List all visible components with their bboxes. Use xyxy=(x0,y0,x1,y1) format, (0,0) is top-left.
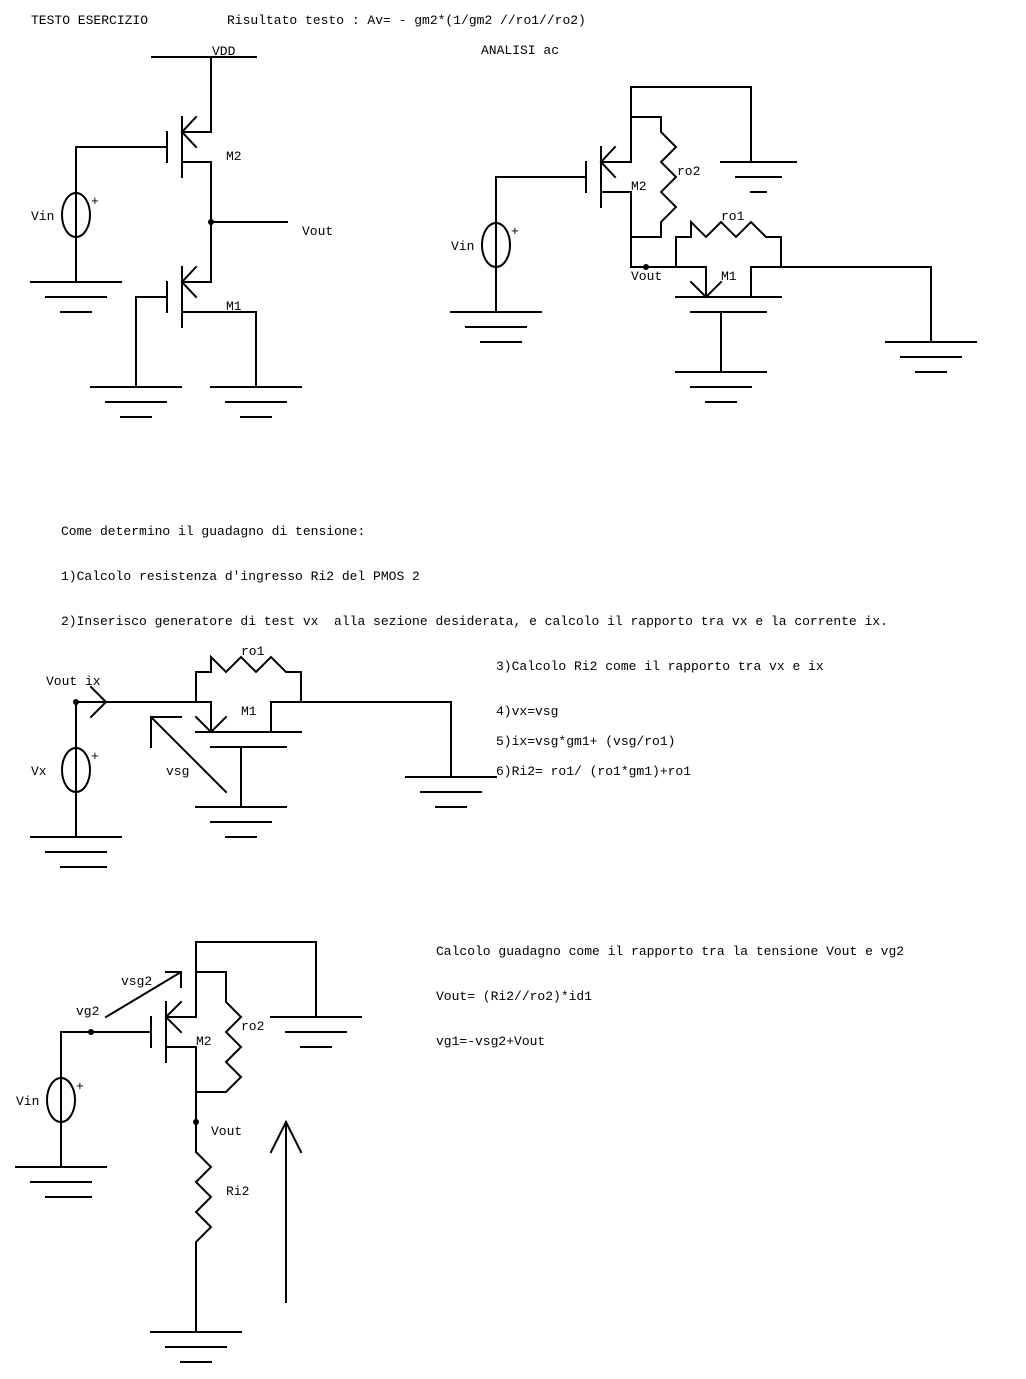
circuit-ac: Vin + M2 ro2 Vout xyxy=(450,86,977,403)
vout-node xyxy=(643,264,649,270)
vin-label: Vin xyxy=(16,1094,39,1109)
result-formula: Risultato testo : Av= - gm2*(1/gm2 //ro1… xyxy=(227,13,586,28)
vout-label: Vout xyxy=(631,269,662,284)
resistor-ro1-icon xyxy=(195,654,302,703)
pmos-m2 xyxy=(585,145,632,208)
vsg2-arrow-icon xyxy=(104,970,183,1019)
vsg2-label: vsg2 xyxy=(121,974,152,989)
vout-ix-label: Vout ix xyxy=(46,674,101,689)
ground-icon xyxy=(195,806,287,838)
pmos-m2 xyxy=(166,115,212,178)
vout-node xyxy=(193,1119,199,1125)
steps-intro: Come determino il guadagno di tensione: xyxy=(61,524,365,539)
circuit-original: VDD M2 Vout Vin + xyxy=(30,44,333,418)
pmos-m1 xyxy=(166,265,257,328)
vsg-label: vsg xyxy=(166,764,189,779)
resistor-ro2-icon xyxy=(630,116,678,238)
ground-icon xyxy=(15,1166,107,1198)
gain-title: Calcolo guadagno come il rapporto tra la… xyxy=(436,944,904,959)
gain-eq2: vg1=-vsg2+Vout xyxy=(436,1034,545,1049)
plus-sign: + xyxy=(91,194,99,209)
step-4: 4)vx=vsg xyxy=(496,704,558,719)
pmos-m1 xyxy=(675,266,932,373)
vin-source-icon xyxy=(481,222,511,268)
m2-label: M2 xyxy=(631,179,647,194)
resistor-ri2-icon xyxy=(194,1150,213,1333)
ground-icon xyxy=(885,341,977,373)
ro2-label: ro2 xyxy=(677,164,700,179)
circuit-gain: vg2 Vin + vsg2 M2 xyxy=(15,941,362,1363)
ac-analysis-title: ANALISI ac xyxy=(481,43,559,58)
ro2-label: ro2 xyxy=(241,1019,264,1034)
ground-icon xyxy=(270,1016,362,1048)
vg2-node xyxy=(88,1029,94,1035)
step-3: 3)Calcolo Ri2 come il rapporto tra vx e … xyxy=(496,659,824,674)
ground-icon xyxy=(210,386,302,418)
pmos-m2 xyxy=(150,1000,197,1063)
ri2-label: Ri2 xyxy=(226,1184,249,1199)
m2-label: M2 xyxy=(196,1034,212,1049)
vdd-label: VDD xyxy=(212,44,236,59)
ro1-label: ro1 xyxy=(721,209,745,224)
vout-label: Vout xyxy=(211,1124,242,1139)
vsg-arrow-icon xyxy=(149,715,228,794)
ro1-label: ro1 xyxy=(241,644,265,659)
ground-icon xyxy=(150,1331,242,1363)
vx-source-icon xyxy=(61,747,91,793)
step-1: 1)Calcolo resistenza d'ingresso Ri2 del … xyxy=(61,569,420,584)
ground-icon xyxy=(30,836,122,868)
plus-sign: + xyxy=(76,1079,84,1094)
vin-label: Vin xyxy=(451,239,474,254)
step-5: 5)ix=vsg*gm1+ (vsg/ro1) xyxy=(496,734,675,749)
vin-source-icon xyxy=(46,1077,76,1123)
vout-label: Vout xyxy=(302,224,333,239)
ground-icon xyxy=(30,281,122,313)
exercise-title: TESTO ESERCIZIO xyxy=(31,13,148,28)
circuit-test: Vout ix Vx + ro1 M1 xyxy=(30,644,497,868)
pmos-m1 xyxy=(194,701,452,808)
m1-label: M1 xyxy=(226,299,242,314)
plus-sign: + xyxy=(511,224,519,239)
plus-sign: + xyxy=(91,749,99,764)
gain-eq1: Vout= (Ri2//ro2)*id1 xyxy=(436,989,592,1004)
ground-icon xyxy=(450,311,542,343)
current-arrow-icon xyxy=(89,685,108,719)
resistor-ro1-icon xyxy=(675,219,782,268)
vin-label: Vin xyxy=(31,209,54,224)
vg2-label: vg2 xyxy=(76,1004,99,1019)
step-6: 6)Ri2= ro1/ (ro1*gm1)+ro1 xyxy=(496,764,691,779)
voltage-arrow-icon xyxy=(269,1119,303,1154)
step-2: 2)Inserisco generatore di test vx alla s… xyxy=(61,614,888,629)
m1-label: M1 xyxy=(721,269,737,284)
vin-source-icon xyxy=(61,192,91,238)
m1-label: M1 xyxy=(241,704,257,719)
ground-icon xyxy=(405,776,497,808)
ground-icon xyxy=(90,386,182,418)
resistor-ro2-icon xyxy=(195,971,243,1093)
vx-label: Vx xyxy=(31,764,47,779)
m2-label: M2 xyxy=(226,149,242,164)
ground-icon xyxy=(720,161,797,193)
ground-icon xyxy=(675,371,767,403)
